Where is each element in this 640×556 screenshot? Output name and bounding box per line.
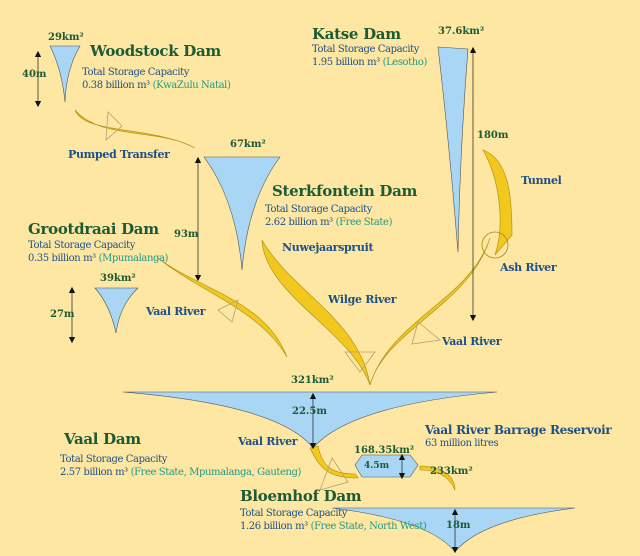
barrage-area: 168.35km² — [354, 445, 415, 456]
vaal-river-right-label: Vaal River — [442, 335, 502, 348]
ash-river-junction — [481, 231, 509, 259]
sterkfontein-title: Sterkfontein Dam — [272, 182, 418, 200]
woodstock-reservoir — [49, 45, 81, 103]
sterkfontein-capacity-label: Total Storage Capacity — [265, 204, 373, 215]
barrage-depth: 4.5m — [364, 461, 390, 471]
nuwejaarspruit-label: Nuwejaarspruit — [282, 241, 374, 254]
grootdraai-reservoir — [94, 287, 139, 334]
flow-direction-marker — [411, 321, 441, 345]
flow-direction-marker — [105, 111, 123, 141]
katse-capacity: 1.95 billion m³ (Lesotho) — [312, 57, 427, 68]
bloemhof-area: 233km² — [430, 466, 473, 477]
katse-capacity-label: Total Storage Capacity — [312, 44, 420, 55]
tunnel-flow — [482, 149, 513, 256]
katse-reservoir — [437, 46, 469, 253]
woodstock-area: 29km² — [48, 32, 84, 43]
bloemhof-capacity: 1.26 billion m³ (Free State, North West) — [240, 521, 427, 532]
ash-river-label: Ash River — [500, 261, 557, 274]
sterkfontein-depth: 93m — [174, 229, 199, 240]
vaal-area: 321km² — [291, 375, 334, 386]
sterkfontein-area: 67km² — [230, 139, 266, 150]
sterkfontein-capacity: 2.62 billion m³ (Free State) — [265, 217, 393, 228]
vaal-capacity-label: Total Storage Capacity — [60, 454, 168, 465]
katse-title: Katse Dam — [312, 25, 401, 43]
flow-direction-marker — [217, 299, 239, 323]
vaal-river-upper-label: Vaal River — [146, 305, 206, 318]
pumped-transfer-flow — [74, 109, 196, 149]
woodstock-capacity-label: Total Storage Capacity — [82, 67, 190, 78]
barrage-outflow — [419, 465, 456, 491]
barrage-title: Vaal River Barrage Reservoir — [425, 423, 612, 437]
grootdraai-depth: 27m — [50, 309, 75, 320]
vaal-river-lower-flow — [309, 445, 359, 479]
vaal-river-upper-flow — [157, 257, 288, 358]
katse-depth: 180m — [477, 130, 509, 141]
grootdraai-title: Grootdraai Dam — [28, 220, 159, 238]
katse-area: 37.6km² — [438, 26, 485, 37]
flow-direction-marker — [344, 351, 376, 373]
vaal-river-lower-label: Vaal River — [238, 435, 298, 448]
vaal-river-right-flow — [369, 237, 491, 386]
woodstock-title: Woodstock Dam — [90, 42, 221, 60]
sterkfontein-reservoir — [203, 156, 281, 271]
vaal-title: Vaal Dam — [64, 430, 141, 448]
woodstock-capacity: 0.38 billion m³ (KwaZulu Natal) — [82, 80, 231, 91]
pumped-transfer-label: Pumped Transfer — [68, 148, 170, 161]
vaal-capacity: 2.57 billion m³ (Free State, Mpumalanga,… — [60, 467, 302, 478]
bloemhof-depth: 18m — [446, 520, 471, 531]
bloemhof-capacity-label: Total Storage Capacity — [240, 508, 348, 519]
flow-direction-marker — [319, 457, 349, 491]
bloemhof-title: Bloemhof Dam — [240, 487, 362, 505]
tunnel-label: Tunnel — [521, 174, 562, 187]
barrage-capacity: 63 million litres — [425, 438, 499, 449]
wilge-river-label: Wilge River — [328, 293, 397, 306]
grootdraai-capacity-label: Total Storage Capacity — [28, 240, 136, 251]
grootdraai-capacity: 0.35 billion m³ (Mpumalanga) — [28, 253, 169, 264]
grootdraai-area: 39km² — [100, 273, 136, 284]
woodstock-depth: 40m — [22, 69, 47, 80]
vaal-depth: 22.5m — [292, 406, 327, 417]
